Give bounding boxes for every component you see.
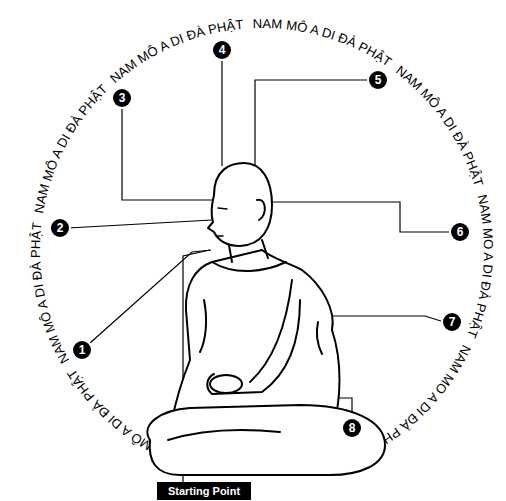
callout-number: 2: [51, 219, 69, 237]
callout-number: 1: [73, 341, 91, 359]
mantra-text-path: NAM MÔ A DI ĐÀ PHẬT: [107, 17, 244, 86]
mantra-ring: NAM MÔ A DI ĐÀ PHẬTNAM MÔ A DI ĐÀ PHẬTNA…: [28, 16, 496, 468]
callout-number: 6: [451, 223, 469, 241]
closed-eye: [218, 208, 227, 209]
hands: [210, 375, 242, 393]
mantra-text: NAM MÔ A DI ĐÀ PHẬT: [393, 63, 486, 188]
callout-number: 7: [443, 313, 461, 331]
crossed-legs: [147, 405, 385, 475]
leader-line: [122, 107, 212, 200]
leader-lines: [68, 59, 452, 482]
leader-line: [68, 220, 212, 228]
mantra-text: NAM MO A DI ĐÀ PHẬT: [464, 193, 496, 340]
callout-number: 5: [369, 71, 387, 89]
leader-line: [332, 316, 444, 322]
mantra-text-path: NAM MO A DI ĐÀ PHẬT: [464, 193, 496, 340]
monk-figure: [147, 163, 385, 475]
robe-fold: [200, 300, 206, 352]
callout-number: 8: [343, 419, 361, 437]
collar: [212, 262, 286, 271]
sleeve: [207, 300, 300, 394]
leg-fold: [168, 430, 280, 440]
ear: [257, 200, 265, 220]
mantra-text-path: NAM MÔ A DI ĐÀ PHẬT: [31, 81, 110, 214]
head: [208, 163, 272, 246]
mantra-text: NAM MÔ A DI ĐÀ PHẬT: [107, 17, 244, 86]
robe-fold: [317, 322, 322, 354]
mantra-text: NAM MÔ A DI ĐÀ PHẬT: [28, 222, 72, 367]
mantra-text-path: NAM MÔ A DI ĐÀ PHẬT: [28, 222, 72, 367]
mantra-text: NAM MÔ A DI ĐÀ PHẬT: [253, 16, 395, 70]
callout-number: 3: [113, 89, 131, 107]
start-label-box: Starting Point: [157, 482, 251, 500]
mouth: [216, 235, 223, 237]
robe: [172, 250, 340, 430]
mantra-text-path: NAM MÔ A DI ĐÀ PHẬT: [393, 63, 486, 188]
start-label-text: Starting Point: [168, 485, 240, 497]
leader-line: [268, 202, 452, 232]
leader-line: [221, 59, 222, 166]
callout-number: 4: [213, 41, 231, 59]
leader-line: [255, 80, 370, 172]
mantra-text: NAM MÔ A DI ĐÀ PHẬT: [31, 81, 110, 214]
mantra-text-path: NAM MÔ A DI ĐÀ PHẬT: [253, 16, 395, 70]
